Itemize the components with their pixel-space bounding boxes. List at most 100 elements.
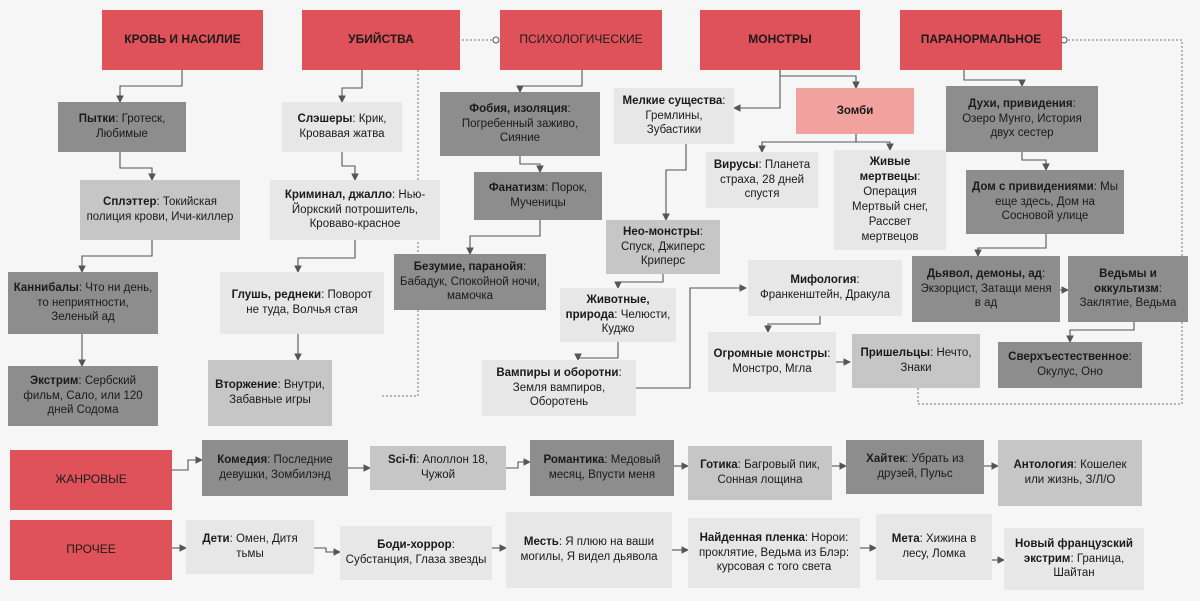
connector <box>662 144 687 222</box>
connector <box>314 547 342 556</box>
node-term: Новый французский экстрим <box>1015 537 1133 565</box>
node-aliens: Пришельцы: Нечто, Знаки <box>852 334 980 388</box>
node-term: Духи, привидения <box>968 97 1073 110</box>
category-psych: ПСИХОЛОГИЧЕСКИЕ <box>500 10 662 70</box>
node-term: Безумие, паранойя <box>413 260 523 273</box>
connector-dot <box>492 36 500 44</box>
node-films: Крик, Кровавая жатва <box>299 113 387 140</box>
node-term: Фанатизм <box>488 182 546 195</box>
connector <box>1066 322 1135 344</box>
connector <box>78 240 153 274</box>
node-term: Комедия <box>217 454 268 467</box>
node-films: Мы еще здесь, Дом на Сосновой улице <box>995 180 1118 223</box>
node-films: Планета страха, 28 дней спустя <box>719 158 811 201</box>
node-films: Токийская полиция крови, Ичи-киллер <box>86 196 234 223</box>
node-term: Антология <box>1013 459 1074 472</box>
node-vampires: Вампиры и оборотни: Земля вампиров, Обор… <box>482 360 636 416</box>
node-extreme: Экстрим: Сербский фильм, Сало, или 120 д… <box>8 366 158 426</box>
node-term: Sci-fi <box>387 454 417 467</box>
node-mythology: Мифология: Франкенштейн, Дракула <box>748 260 902 316</box>
category-label: ЖАНРОВЫЕ <box>55 472 127 487</box>
node-criminal: Криминал, джалло: Нью-Йоркский потрошите… <box>270 180 440 240</box>
node-term: Сверхъестественное <box>1008 351 1129 364</box>
node-term: Мелкие существа <box>622 94 723 107</box>
node-meta: Мета: Хижина в лесу, Ломка <box>876 514 992 580</box>
node-madness: Безумие, паранойя: Бабадук, Спокойной но… <box>394 254 546 310</box>
node-films: Багровый пик, Сонная лощина <box>717 459 820 486</box>
node-cannibals: Каннибалы: Что ни день, то неприятности,… <box>8 272 158 334</box>
node-films: Внутри, Забавные игры <box>229 379 325 406</box>
node-term: Хайтек <box>866 453 906 466</box>
node-films: Бабадук, Спокойной ночи, мамочка <box>400 275 540 303</box>
node-films: Земля вампиров, Оборотень <box>512 381 606 409</box>
category-label: МОНСТРЫ <box>748 32 812 47</box>
connector <box>614 274 664 290</box>
connector <box>764 316 821 334</box>
node-animals: Животные, природа: Челюсти, Куджо <box>560 288 676 342</box>
node-body-horror: Боди-хоррор: Субстанция, Глаза звезды <box>340 526 492 580</box>
node-term: Криминал, джалло <box>284 188 393 201</box>
connector <box>855 134 894 152</box>
connector <box>574 342 619 362</box>
node-term: Романтика <box>543 454 605 467</box>
category-label: УБИЙСТВА <box>348 32 414 47</box>
connector <box>519 156 544 174</box>
category-monsters: МОНСТРЫ <box>700 10 860 70</box>
connector <box>974 234 1047 258</box>
node-films: Спуск, Джиперс Криперс <box>621 240 705 268</box>
node-term: Пытки <box>78 113 116 126</box>
connector <box>963 70 1026 88</box>
node-ghosts: Духи, привидения: Озеро Мунго, История д… <box>946 86 1098 152</box>
node-films: Гремлины, Зубастики <box>645 109 703 137</box>
connector <box>172 456 204 471</box>
node-films: Убрать из друзей, Пульс <box>877 453 964 480</box>
node-films: Монстро, Мгла <box>732 363 812 375</box>
node-term: Живые мертвецы <box>859 156 918 184</box>
node-films: Окулус, Оно <box>1037 366 1103 378</box>
connector <box>732 70 781 112</box>
connector <box>341 152 359 182</box>
node-films: Кошелек или жизнь, З/Л/О <box>1024 459 1127 486</box>
node-term: Пришельцы <box>860 347 931 360</box>
node-term: Боди-хоррор <box>377 539 452 552</box>
node-films: Операция Мертвый снег, Рассвет мертвецов <box>852 186 928 243</box>
connector <box>294 240 356 274</box>
connector <box>338 70 363 104</box>
connector <box>116 70 183 104</box>
node-term: Найденная пленка <box>699 531 805 544</box>
category-murders: УБИЙСТВА <box>302 10 460 70</box>
node-films: Заклятие, Ведьма <box>1079 297 1177 310</box>
node-films: Франкенштейн, Дракула <box>759 289 891 301</box>
node-films: Озеро Мунго, История двух сестер <box>962 112 1082 140</box>
node-term: Дьявол, демоны, ад <box>926 267 1042 280</box>
node-term: Глушь, реднеки <box>231 289 322 302</box>
node-films: Норои: проклятие, Ведьма из Блэр: курсов… <box>698 531 850 574</box>
node-films: Нечто, Знаки <box>900 347 972 374</box>
node-devil: Дьявол, демоны, ад: Экзорцист, Затащи ме… <box>912 256 1060 322</box>
node-term: Вирусы <box>713 158 759 171</box>
node-films: Поворот не туда, Волчья стая <box>246 289 373 316</box>
node-term: Животные, природа <box>565 293 650 321</box>
node-term: Вампиры и оборотни <box>496 366 619 379</box>
node-films: Погребенный заживо, Сияние <box>461 117 579 145</box>
node-films: Что ни день, то неприятности, Зеленый ад <box>37 281 153 324</box>
node-films: Экзорцист, Затащи меня в ад <box>920 282 1052 310</box>
node-films: Медовый месяц, Впусти меня <box>548 454 661 481</box>
node-living-dead: Живые мертвецы: Операция Мертвый снег, Р… <box>834 150 946 250</box>
category-label: ПАРАНОРМАЛЬНОЕ <box>920 32 1042 47</box>
node-term: Мета <box>891 533 920 546</box>
node-term: Нео-монстры <box>623 225 700 238</box>
node-revenge: Месть: Я плюю на ваши могилы, Я видел дь… <box>506 512 672 588</box>
connector <box>119 152 156 182</box>
node-french-extreme: Новый французский экстрим: Граница, Шайт… <box>1004 528 1144 590</box>
category-label: ПРОЧЕЕ <box>66 542 116 557</box>
node-gothic: Готика: Багровый пик, Сонная лощина <box>688 446 832 500</box>
node-term: Мифология <box>790 274 857 287</box>
node-backwoods: Глушь, реднеки: Поворот не туда, Волчья … <box>220 272 384 334</box>
category-paranormal: ПАРАНОРМАЛЬНОЕ <box>900 10 1062 70</box>
category-label: ПСИХОЛОГИЧЕСКИЕ <box>519 32 643 47</box>
node-films: Нью-Йоркский потрошитель, Кроваво-красно… <box>291 188 426 231</box>
connector <box>516 70 583 94</box>
node-term: Фобия, изоляция <box>469 102 568 115</box>
node-films: Хижина в лесу, Ломка <box>902 533 977 560</box>
